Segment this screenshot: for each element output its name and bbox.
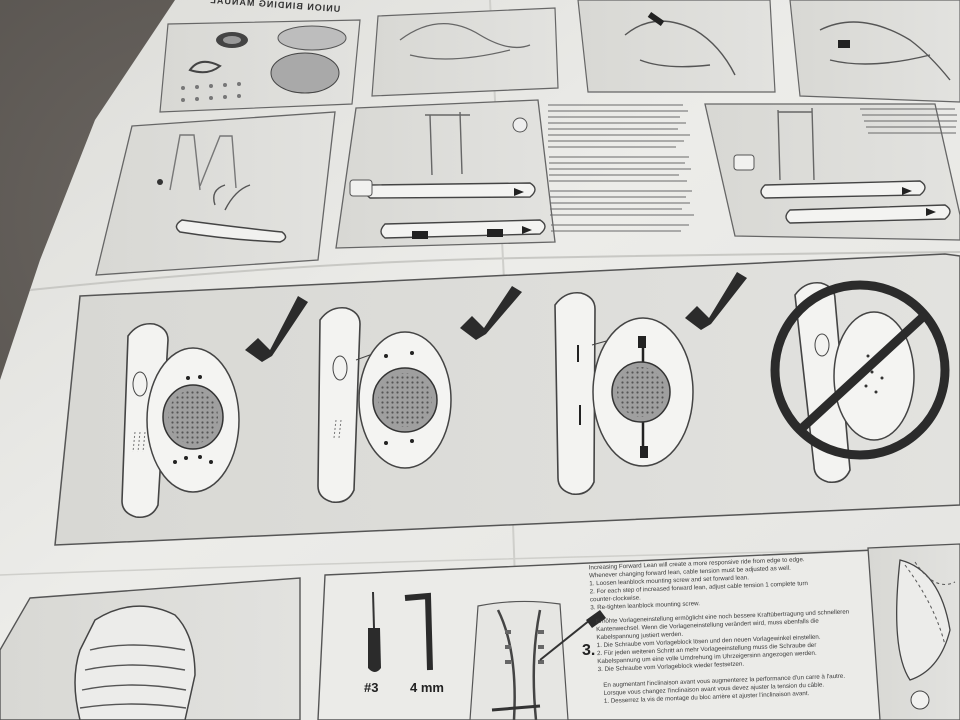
- stance-width-panel: [335, 99, 556, 249]
- second-row-panels: [95, 99, 960, 276]
- instruction-de-2: Kabelspannung justiert werden.: [596, 631, 683, 641]
- baseplate-disc-large: [270, 52, 340, 94]
- boot-drawing: [74, 605, 196, 720]
- bottom-row-panels: #3 4 mm 3. Increasing Forward Lean will …: [0, 543, 960, 720]
- binding-drawing-panel-1: [371, 7, 559, 97]
- checkmark-icon: [460, 286, 522, 340]
- stance-text-block: [548, 104, 694, 232]
- instruction-en-5: 3. Re-tighten leanblock mounting screw.: [590, 600, 700, 611]
- board-correct-1: [121, 322, 240, 519]
- prohibited-icon: [770, 280, 950, 460]
- hex-key-size-label: 4 mm: [410, 680, 444, 695]
- hex-key-icon: [404, 592, 433, 671]
- snowboard-top-right-upper: [760, 180, 926, 199]
- face-icon: [910, 690, 930, 710]
- disc-orientation-panel: [54, 253, 960, 546]
- screwdriver-icon: [368, 591, 381, 672]
- board-incorrect: [770, 280, 950, 484]
- screw-set-icon: [181, 82, 241, 102]
- snowboard-top-right-lower: [785, 204, 951, 224]
- top-row-panels: UNION BINDING MANUAL: [159, 0, 960, 113]
- step-number: 3.: [582, 642, 595, 659]
- fold-line-horizontal: [29, 251, 960, 291]
- fold-line-lower: [0, 547, 960, 576]
- board-correct-3: [554, 291, 694, 496]
- snowboard-side-view: [175, 219, 287, 243]
- forward-lean-panel: [317, 549, 889, 720]
- checkmark-icon: [245, 296, 308, 362]
- board-correct-2: [317, 306, 452, 504]
- screwdriver-size-label: #3: [364, 680, 378, 695]
- binding-drawing-panel-2: [577, 0, 776, 93]
- checkmark-icon: [685, 272, 747, 330]
- highback-adjust-drawing: [469, 600, 606, 720]
- instruction-en-4: counter-clockwise.: [590, 594, 641, 603]
- strap-part-icon: [188, 60, 222, 74]
- baseplate-disc-small: [277, 25, 347, 51]
